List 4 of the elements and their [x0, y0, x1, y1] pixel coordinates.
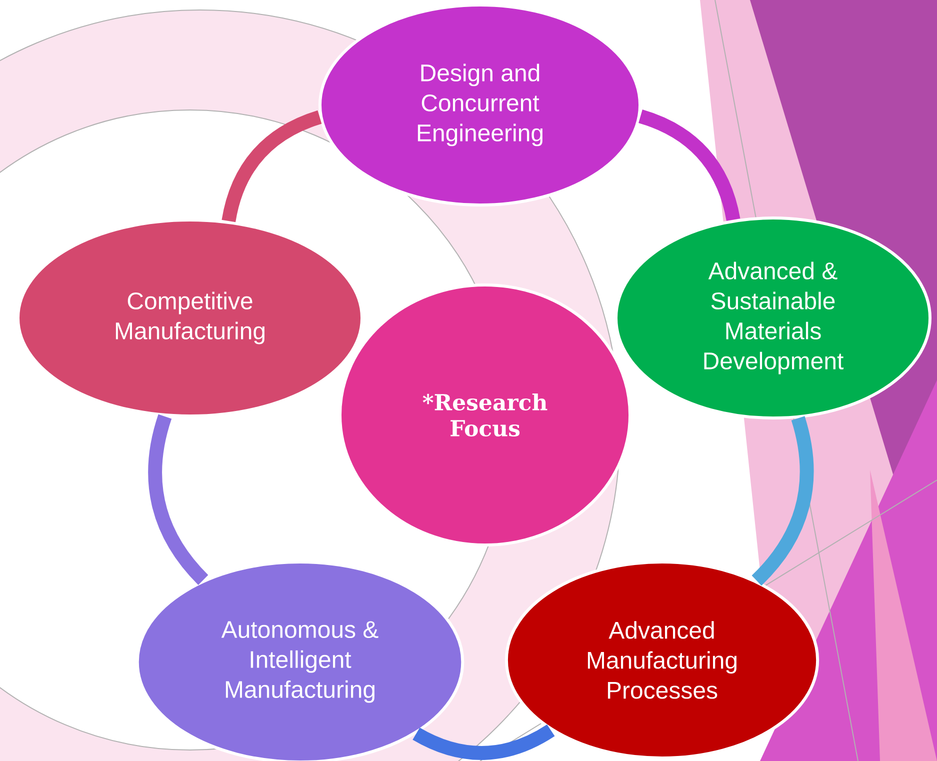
- ring-segment: [148, 414, 208, 585]
- ring-segment: [222, 110, 322, 222]
- ring-segment: [752, 416, 814, 586]
- ring-segment: [412, 724, 554, 760]
